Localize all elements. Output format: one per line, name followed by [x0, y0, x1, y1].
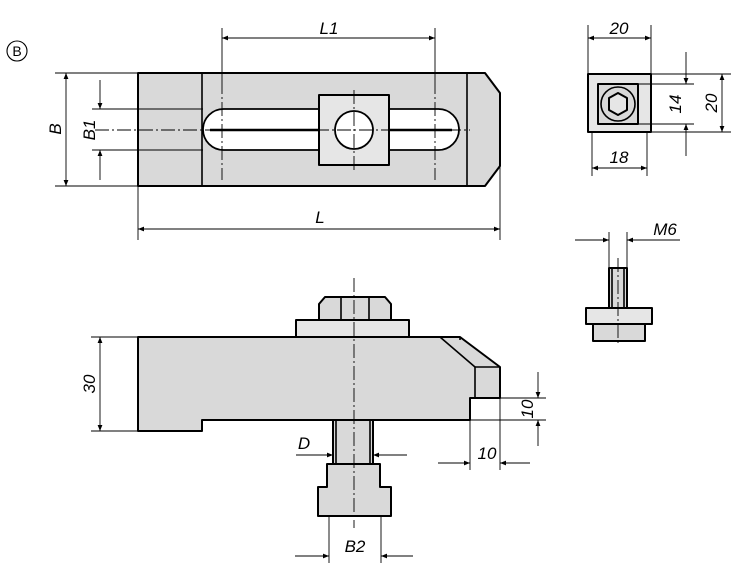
bolt-shank-side	[332, 419, 374, 465]
dimension-hole-height-label: 14	[666, 95, 685, 114]
tnut-side	[317, 463, 392, 517]
dimension-b1-label: B1	[80, 120, 99, 141]
side-view	[137, 278, 501, 528]
view-label-badge: B	[6, 40, 28, 62]
nut-detail-view: 20 14 20 18	[587, 19, 731, 176]
dimension-total-height-label: 20	[702, 93, 721, 113]
dimension-step-length-label: 10	[478, 444, 497, 463]
clamp-body-side	[137, 336, 501, 432]
tnut-detail-view: M6	[575, 220, 680, 346]
dimension-b-label: B	[46, 123, 65, 134]
hex-nut-side	[318, 296, 392, 321]
dimension-l1-label: L1	[320, 19, 339, 38]
dimension-thread-label: M6	[653, 220, 677, 239]
view-label: B	[12, 43, 21, 59]
washer-side	[295, 319, 410, 338]
dimension-b1: B1	[80, 80, 203, 180]
dimension-step-height: 10	[470, 372, 546, 446]
dimension-bottom-width-label: 18	[610, 148, 629, 167]
dimension-nut-width: B2	[295, 516, 413, 563]
tnut-detail-base	[592, 323, 646, 342]
tnut-detail-flange	[585, 307, 653, 325]
dimension-b: B	[46, 72, 138, 187]
top-view	[95, 72, 501, 187]
hex-socket-icon	[608, 92, 628, 116]
dimension-top-width-label: 20	[609, 19, 629, 38]
dimension-nut-width-label: B2	[345, 537, 366, 556]
dimension-l1: L1	[221, 19, 436, 80]
dimension-bolt-diameter: D	[296, 434, 407, 458]
dimension-l-label: L	[315, 208, 324, 227]
dimension-step-height-label: 10	[518, 399, 537, 418]
dimension-height: 30	[80, 336, 138, 432]
dimension-height-label: 30	[80, 374, 99, 393]
dimension-bolt-diameter-label: D	[298, 434, 310, 453]
dimension-step-length: 10	[438, 398, 530, 470]
dimension-l: L	[137, 166, 501, 240]
